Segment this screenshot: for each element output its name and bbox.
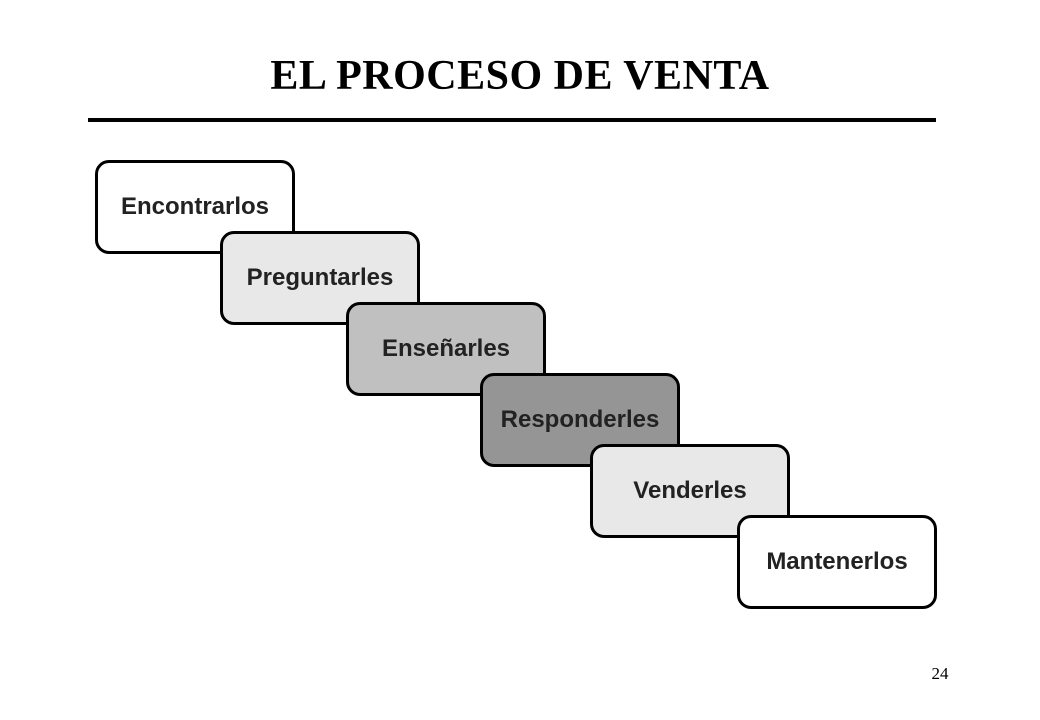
page-number: 24 <box>931 664 949 683</box>
step-encontrarlos: Encontrarlos <box>95 160 295 254</box>
page-title: EL PROCESO DE VENTA <box>270 53 770 99</box>
title-divider <box>88 118 936 122</box>
step-mantenerlos: Mantenerlos <box>737 515 937 609</box>
